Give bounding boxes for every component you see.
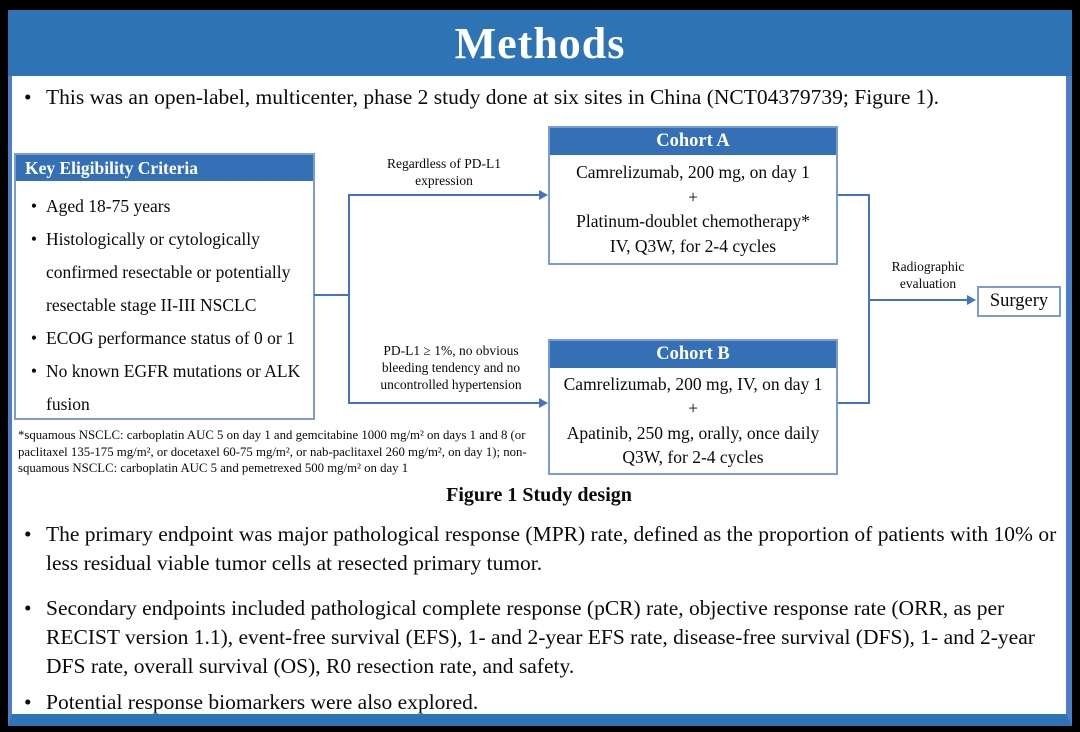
chemo-footnote: *squamous NSCLC: carboplatin AUC 5 on da… bbox=[18, 428, 527, 475]
connector-to-cohort-a bbox=[348, 194, 540, 196]
eligibility-item-text: ECOG performance status of 0 or 1 bbox=[46, 328, 295, 348]
cohort-a-box: Cohort A Camrelizumab, 200 mg, on day 1 … bbox=[548, 126, 838, 265]
figure-caption: Figure 1 Study design bbox=[446, 484, 632, 506]
bullet-dot-icon bbox=[22, 355, 46, 421]
plus-sign: + bbox=[688, 186, 698, 207]
label-pdl1-criteria: PD-L1 ≥ 1%, no obvious bleeding tendency… bbox=[380, 343, 522, 392]
connector-cohort-b-out bbox=[838, 402, 870, 404]
bullet-biomarkers: Potential response biomarkers were also … bbox=[24, 688, 1058, 717]
connector-branch-vertical bbox=[348, 194, 350, 404]
bullet-secondary-endpoints: Secondary endpoints included pathologica… bbox=[24, 594, 1058, 681]
connector-cohort-a-out bbox=[838, 194, 870, 196]
eligibility-item: ECOG performance status of 0 or 1 bbox=[22, 322, 307, 355]
cohort-a-line: Platinum-doublet chemotherapy* bbox=[576, 211, 810, 232]
cohort-b-line: Apatinib, 250 mg, orally, once daily bbox=[566, 422, 820, 443]
cohort-a-line: Camrelizumab, 200 mg, on day 1 bbox=[576, 161, 810, 182]
bullet-intro-text: This was an open-label, multicenter, pha… bbox=[46, 85, 940, 109]
eligibility-item-text: No known EGFR mutations or ALK fusion bbox=[46, 361, 301, 414]
cohort-b-box: Cohort B Camrelizumab, 200 mg, IV, on da… bbox=[548, 339, 838, 475]
connector-to-surgery bbox=[868, 299, 968, 301]
arrowhead-surgery bbox=[967, 295, 976, 305]
eligibility-body: Aged 18-75 years Histologically or cytol… bbox=[16, 181, 313, 421]
cohort-a-body: Camrelizumab, 200 mg, on day 1 + Platinu… bbox=[550, 155, 836, 263]
title-banner: Methods bbox=[8, 10, 1072, 76]
eligibility-item-text: Histologically or cytologically confirme… bbox=[46, 229, 291, 315]
slide-content: This was an open-label, multicenter, pha… bbox=[8, 76, 1072, 726]
cohort-b-header: Cohort B bbox=[550, 341, 836, 368]
cohort-a-line: IV, Q3W, for 2-4 cycles bbox=[609, 236, 777, 257]
eligibility-box: Key Eligibility Criteria Aged 18-75 year… bbox=[14, 153, 315, 420]
bullet-dot-icon bbox=[22, 190, 46, 223]
arrowhead-cohort-b bbox=[539, 398, 548, 408]
eligibility-item-text: Aged 18-75 years bbox=[46, 196, 171, 216]
cohort-b-line: Camrelizumab, 200 mg, IV, on day 1 bbox=[563, 374, 823, 395]
bullet-primary-text: The primary endpoint was major pathologi… bbox=[46, 522, 1057, 575]
cohort-b-body: Camrelizumab, 200 mg, IV, on day 1 + Apa… bbox=[550, 368, 836, 473]
bullet-dot-icon bbox=[22, 223, 46, 322]
eligibility-item: Histologically or cytologically confirme… bbox=[22, 223, 307, 322]
label-radiographic-evaluation: Radiographic evaluation bbox=[891, 259, 965, 291]
connector-eligibility-out bbox=[314, 294, 350, 296]
bullet-dot-icon bbox=[24, 520, 46, 578]
bullet-biomarkers-text: Potential response biomarkers were also … bbox=[46, 690, 479, 714]
cohort-b-line: Q3W, for 2-4 cycles bbox=[622, 446, 764, 467]
bullet-dot-icon bbox=[24, 83, 46, 112]
surgery-box: Surgery bbox=[977, 286, 1061, 317]
bullet-primary-endpoint: The primary endpoint was major pathologi… bbox=[24, 520, 1058, 578]
bullet-secondary-text: Secondary endpoints included pathologica… bbox=[46, 596, 1035, 678]
plus-sign: + bbox=[688, 398, 698, 419]
cohort-a-header: Cohort A bbox=[550, 128, 836, 155]
bullet-dot-icon bbox=[22, 322, 46, 355]
eligibility-item: Aged 18-75 years bbox=[22, 190, 307, 223]
label-regardless-pdl1: Regardless of PD-L1 expression bbox=[387, 156, 501, 188]
bullet-dot-icon bbox=[24, 594, 46, 681]
page-title: Methods bbox=[454, 18, 626, 68]
connector-to-cohort-b bbox=[348, 402, 540, 404]
bullet-intro: This was an open-label, multicenter, pha… bbox=[24, 83, 1054, 112]
eligibility-header: Key Eligibility Criteria bbox=[16, 155, 313, 181]
eligibility-item: No known EGFR mutations or ALK fusion bbox=[22, 355, 307, 421]
arrowhead-cohort-a bbox=[539, 190, 548, 200]
bullet-dot-icon bbox=[24, 688, 46, 717]
